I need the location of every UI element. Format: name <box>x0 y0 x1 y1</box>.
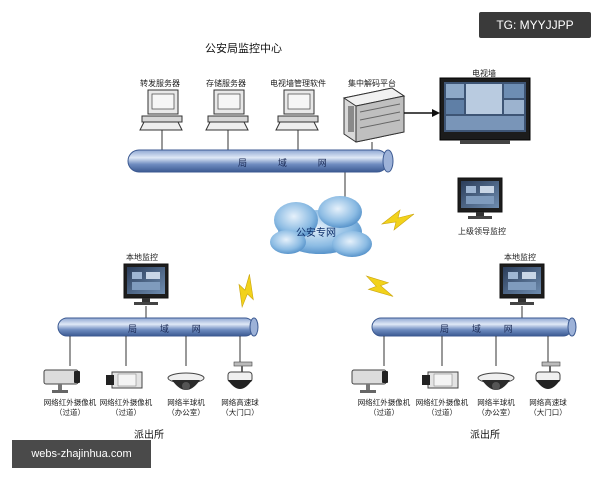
box-camera-icon <box>105 371 143 389</box>
lightning-bolt-icon <box>381 209 415 231</box>
camera-caption: 网络高速球（大门口） <box>529 398 567 417</box>
right-local-monitor-icon <box>499 263 545 306</box>
superior-monitor-label: 上级领导监控 <box>458 227 506 236</box>
left-station-label: 派出所 <box>134 430 164 441</box>
cloud-label: 公安专网 <box>296 228 336 239</box>
server-storage-label: 存储服务器 <box>206 79 246 88</box>
right-station-label: 派出所 <box>470 430 500 441</box>
output-arrow <box>404 109 440 117</box>
speed-dome-icon <box>227 361 253 390</box>
camera-caption: 网络红外摄像机（过道） <box>99 398 153 417</box>
left-lan-pipe <box>57 317 259 337</box>
left-local-monitor-icon <box>123 263 169 306</box>
camera-caption: 网络红外摄像机（过道） <box>43 398 97 417</box>
server-tvwall-label: 电视墙管理软件 <box>270 79 326 88</box>
dome-camera-icon <box>167 372 205 391</box>
server-forward-icon <box>139 89 183 131</box>
camera-caption: 网络高速球（大门口） <box>221 398 259 417</box>
police-network-cloud <box>270 196 372 257</box>
lightning-bolt-icon <box>229 271 264 311</box>
camera-caption: 网络半球机（办公室） <box>167 398 205 417</box>
lightning-bolt-icon <box>361 267 397 306</box>
decoding-platform-label: 集中解码平台 <box>348 79 396 88</box>
left-local-monitor-label: 本地监控 <box>126 253 158 262</box>
right-camera-links <box>383 336 549 366</box>
camera-caption: 网络红外摄像机（过道） <box>357 398 411 417</box>
superior-monitor-icon <box>457 177 503 220</box>
left-camera-links <box>69 336 241 366</box>
center-links <box>161 130 373 200</box>
decoding-platform-icon <box>342 87 406 143</box>
left-lan-label: 局 域 网 <box>128 325 211 335</box>
center-lan-label: 局 域 网 <box>238 159 341 169</box>
watermark-banner: webs-zhajinhua.com <box>12 440 151 468</box>
right-lan-pipe <box>371 317 577 337</box>
bullet-camera-icon <box>43 369 81 394</box>
right-lan-label: 局 域 网 <box>440 325 523 335</box>
camera-caption: 网络红外摄像机（过道） <box>415 398 469 417</box>
bullet-camera-icon <box>351 369 389 394</box>
diagram-title: 公安局监控中心 <box>205 42 282 55</box>
server-tvwall-software-icon <box>275 89 319 131</box>
server-forward-label: 转发服务器 <box>140 79 180 88</box>
tv-wall-icon <box>439 77 531 144</box>
box-camera-icon <box>421 371 459 389</box>
server-storage-icon <box>205 89 249 131</box>
center-lan-pipe <box>127 149 394 173</box>
camera-caption: 网络半球机（办公室） <box>477 398 515 417</box>
right-local-monitor-label: 本地监控 <box>504 253 536 262</box>
dome-camera-icon <box>477 372 515 391</box>
tv-wall-label: 电视墙 <box>472 69 496 78</box>
speed-dome-icon <box>535 361 561 390</box>
tg-badge: TG: MYYJJPP <box>479 12 591 38</box>
